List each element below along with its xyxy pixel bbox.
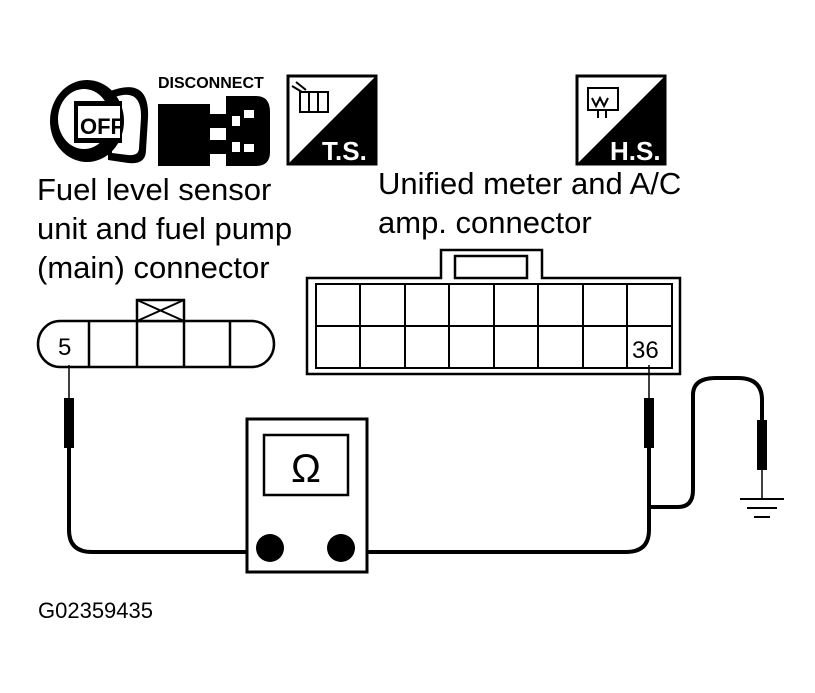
meter-pin-number: 36 (632, 337, 659, 364)
fuel-sensor-pin-number: 5 (58, 334, 71, 361)
fuel-sensor-label-line-3: (main) connector (37, 250, 270, 285)
left-probe (64, 365, 74, 448)
right-probe (644, 365, 654, 448)
terminal-side-icon: T.S. (286, 74, 378, 166)
meter-terminal-left (256, 534, 284, 562)
meter-terminal-right (327, 534, 355, 562)
disconnect-connector-icon: DISCONNECT (158, 75, 270, 166)
disconnect-text: DISCONNECT (158, 75, 264, 92)
terminal-side-text: T.S. (322, 136, 367, 166)
ignition-key-icon: OFF (50, 80, 149, 164)
ignition-off-text: OFF (80, 114, 124, 139)
ohmmeter: Ω (245, 417, 369, 574)
ohm-symbol: Ω (291, 447, 321, 491)
ground-icon (740, 498, 784, 518)
fuel-sensor-connector: 5 (36, 298, 276, 369)
ground-probe (757, 420, 767, 498)
harness-side-icon: H.S. (575, 74, 667, 166)
test-leads (67, 376, 764, 554)
fuel-sensor-label-line-2: unit and fuel pump (37, 211, 292, 246)
figure-code: G02359435 (38, 598, 153, 623)
meter-amp-label-line-1: Unified meter and A/C (378, 166, 681, 201)
fuel-sensor-label-line-1: Fuel level sensor (37, 172, 271, 207)
harness-side-text: H.S. (610, 136, 661, 166)
meter-amp-connector: 36 (305, 248, 682, 376)
meter-amp-label-line-2: amp. connector (378, 205, 592, 240)
